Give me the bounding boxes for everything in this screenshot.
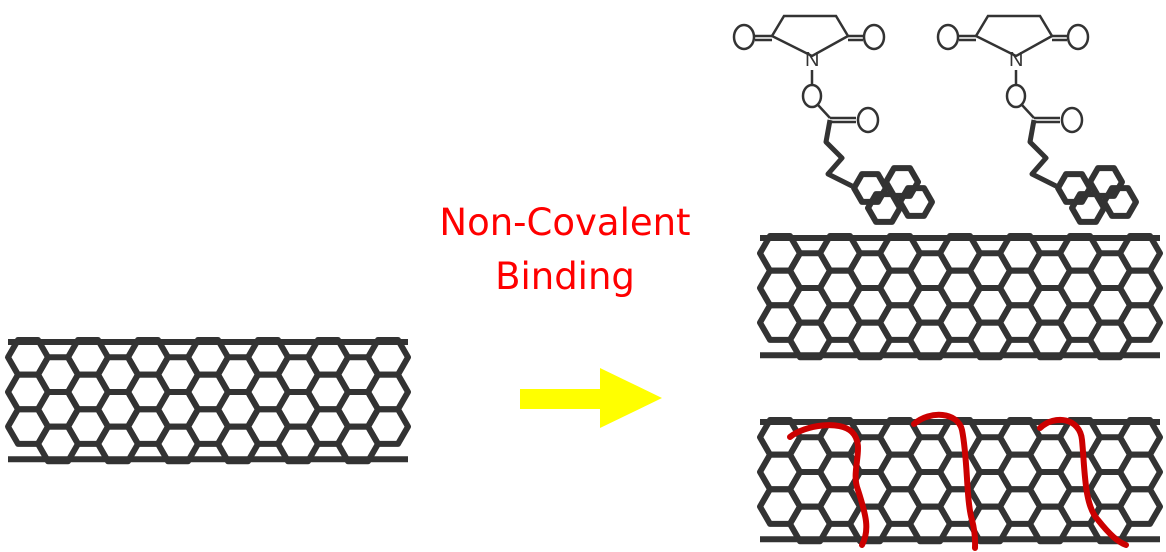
binding-label: Non-Covalent Binding (380, 196, 750, 304)
oxygen-atom (801, 83, 823, 109)
label-line-1: Non-Covalent (439, 201, 691, 244)
nanotube-hexagon (1117, 233, 1163, 274)
nitrogen-atom: N (1009, 49, 1023, 71)
oxygen-atom (1060, 106, 1084, 134)
nanotube-hexagon (1117, 486, 1163, 527)
nanotube-hexagon (1117, 417, 1163, 458)
nanotube-hexagon (1117, 451, 1163, 493)
nitrogen-atom: N (805, 49, 819, 71)
alkyl-chain (1027, 119, 1058, 189)
oxygen-atom (856, 106, 880, 134)
pyrene-ring (1055, 171, 1093, 205)
pyrene-nhs-ester-icon: N (732, 14, 935, 225)
pyrene-ring (1101, 185, 1139, 219)
alkyl-chain (823, 119, 854, 189)
oxygen-atom (732, 23, 756, 51)
succinimide-ring (770, 14, 850, 58)
nanotube-hexagon (365, 406, 411, 447)
nanotube-hexagon (1117, 302, 1163, 343)
nanotube-left (5, 337, 411, 465)
polymer-wrap-icon (787, 411, 1129, 551)
ester-bond (1021, 104, 1035, 119)
pyrene-ring (1069, 191, 1107, 225)
pyrene-ring (851, 171, 889, 205)
nanotube-hexagon (365, 337, 411, 378)
oxygen-atom (936, 23, 960, 51)
ester-bond (817, 104, 831, 119)
pyrene-ring (897, 185, 935, 219)
label-line-2: Binding (495, 255, 635, 298)
succinimide-ring (974, 14, 1054, 58)
pyrene-ring (865, 191, 903, 225)
nanotube-lower-right (757, 417, 1163, 545)
pyrene-ring (1087, 165, 1125, 199)
nanotube-hexagon (365, 371, 411, 413)
pyrene-ring (883, 165, 921, 199)
nanotube-upper-right (757, 233, 1163, 361)
nanotube-hexagon (1117, 267, 1163, 309)
oxygen-atom (862, 23, 886, 51)
oxygen-atom (1005, 83, 1027, 109)
oxygen-atom (1066, 23, 1090, 51)
right-arrow-icon (520, 368, 662, 428)
pyrene-nhs-ester-icon: N (936, 14, 1139, 225)
